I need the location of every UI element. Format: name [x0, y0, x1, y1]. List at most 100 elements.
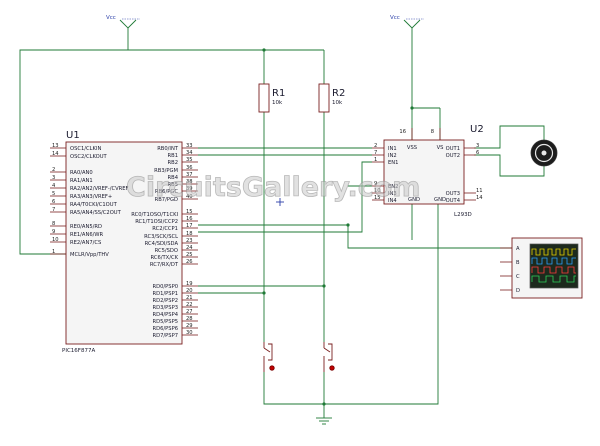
pin-label: RA3/AN3/VREF+	[70, 194, 112, 200]
pin-label: RA0/AN0	[70, 170, 93, 176]
push-button-2[interactable]	[323, 342, 335, 372]
pin-label: OUT4	[446, 198, 461, 204]
cursor-marker	[276, 198, 284, 206]
resistor-r2[interactable]: R2 10k	[318, 83, 345, 113]
driver-gnd-label: GND	[434, 197, 446, 203]
scope-channel-a[interactable]: A	[500, 246, 520, 252]
scope-channel-c[interactable]: C	[500, 274, 520, 280]
pin-label: RC1/T1OSI/CCP2	[135, 219, 178, 225]
scope-trace	[531, 266, 576, 274]
pin-label: RD5/PSP5	[153, 319, 179, 325]
watermark: CircuitsGallery.com	[126, 172, 420, 203]
ground-symbol	[316, 417, 332, 425]
scope-channel-b[interactable]: B	[500, 260, 520, 266]
pin-label: RB3/PGM	[154, 168, 178, 174]
pin-label: EN1	[388, 160, 398, 166]
scope-trace	[531, 248, 576, 256]
pin-label: EN2	[388, 184, 398, 190]
dc-motor[interactable]	[530, 139, 558, 167]
pin-number: 38	[186, 179, 193, 185]
pin-number: 9	[374, 181, 377, 187]
pin-number: 4	[52, 183, 56, 189]
pin-number: 15	[374, 195, 381, 201]
pin-number: 6	[476, 150, 479, 156]
oscilloscope[interactable]: A B C D	[500, 237, 583, 299]
driver-pin-8[interactable]: 8VS	[431, 128, 444, 151]
channel-label: C	[516, 274, 520, 280]
scope-channel-d[interactable]: D	[500, 288, 520, 294]
pin-number: 39	[186, 186, 193, 192]
pin-label: RC7/RX/DT	[150, 262, 179, 268]
push-button-1[interactable]	[263, 342, 275, 372]
pin-number: 34	[186, 150, 193, 156]
pin-label: VSS	[407, 145, 417, 151]
svg-text:Vcc: Vcc	[106, 15, 116, 21]
pin-label: OUT3	[446, 191, 460, 197]
svg-text:Vcc: Vcc	[390, 15, 400, 21]
pin-label: RB5	[168, 182, 178, 188]
pin-number: 9	[52, 229, 55, 235]
pin-number: 35	[186, 157, 193, 163]
wire-out1-motor	[474, 125, 545, 149]
resistor-r1[interactable]: R1 10k	[258, 83, 285, 113]
scope-trace	[531, 257, 576, 265]
pin-label: OSC1/CLKIN	[70, 146, 101, 152]
pin-number: 8	[431, 129, 434, 135]
pin-label: RD7/PSP7	[153, 333, 179, 339]
pin-number: 2	[374, 143, 377, 149]
pin-number: 11	[476, 188, 483, 194]
pin-label: RE2/AN7/CS	[70, 240, 101, 246]
svg-text:R1: R1	[272, 88, 285, 99]
pin-label: RB2	[168, 160, 178, 166]
